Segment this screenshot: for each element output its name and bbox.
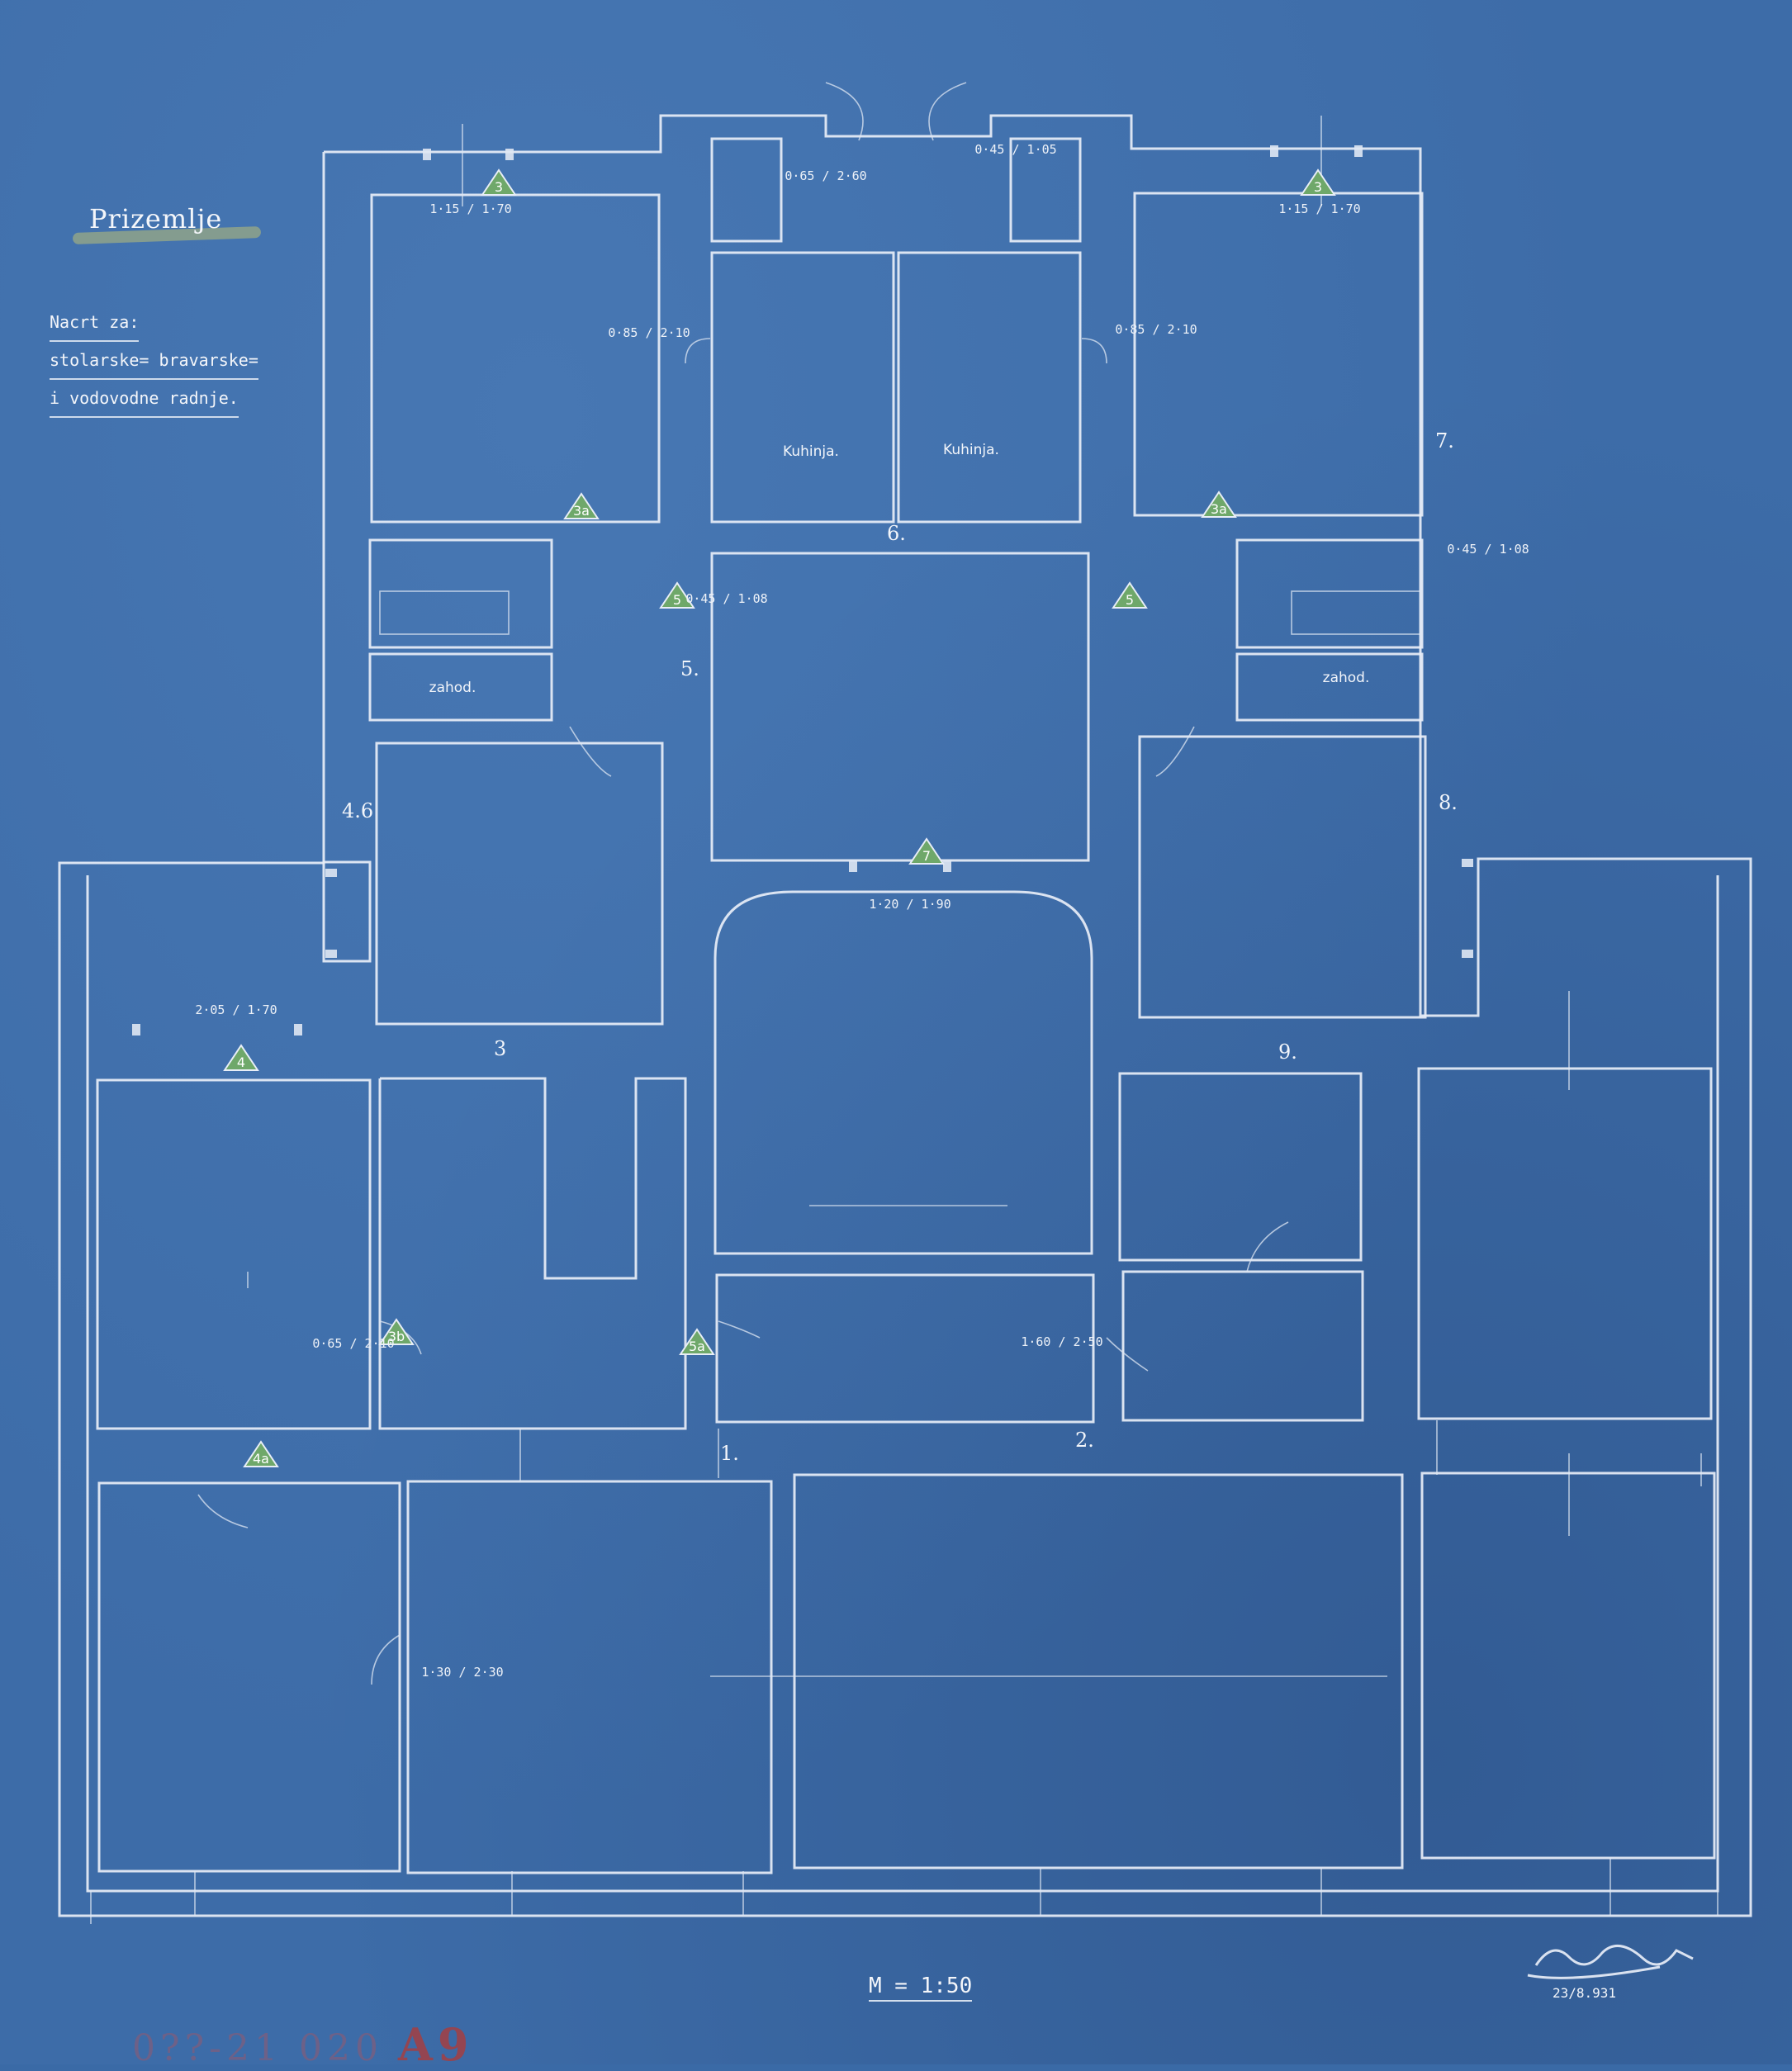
door-mark-4: 4 bbox=[223, 1044, 259, 1071]
notes-line-3: i vodovodne radnje. bbox=[50, 380, 239, 418]
door-mark-5-right: 5 bbox=[1112, 581, 1148, 609]
svg-text:5: 5 bbox=[673, 592, 681, 608]
door-mark-3: 3 bbox=[481, 168, 517, 196]
dim-upper-left: 1·15 / 1·70 bbox=[429, 201, 511, 216]
svg-text:5a: 5a bbox=[689, 1339, 705, 1354]
room-lower-right-b bbox=[1121, 1270, 1364, 1422]
signature-date: 23/8.931 bbox=[1553, 1985, 1617, 2001]
door-mark-3-right: 3 bbox=[1300, 168, 1336, 196]
room-kitchen-left bbox=[710, 251, 895, 524]
dim-kitchen-door: 0·85 / 2·10 bbox=[608, 325, 690, 340]
door-mark-5a: 5a bbox=[679, 1328, 715, 1355]
point-8: 8. bbox=[1439, 791, 1458, 814]
wc-left bbox=[368, 652, 553, 722]
pantry-left bbox=[710, 137, 783, 243]
central-hall bbox=[710, 552, 1090, 862]
bathroom-right bbox=[1235, 538, 1424, 649]
room-lower-left-b bbox=[378, 1077, 687, 1430]
label-wc-left: zahod. bbox=[429, 680, 476, 696]
drawing-title: Prizemlje bbox=[89, 203, 223, 235]
door-swings bbox=[197, 82, 1289, 1685]
dim-lower-door: 1·30 / 2·30 bbox=[421, 1665, 503, 1680]
door-marks: 3 3 3a 3a 4 4a bbox=[223, 168, 1336, 1467]
dim-domed-window: 1·20 / 1·90 bbox=[869, 897, 951, 912]
room-lower-right-c bbox=[1417, 1067, 1713, 1420]
pantry-right bbox=[1009, 137, 1082, 243]
door-mark-4a: 4a bbox=[243, 1440, 279, 1467]
svg-text:3a: 3a bbox=[1211, 501, 1227, 517]
door-mark-3a: 3a bbox=[563, 492, 600, 519]
room-kitchen-right bbox=[897, 251, 1082, 524]
point-1: 1. bbox=[720, 1442, 739, 1465]
notes-line-2: stolarske= bravarske= bbox=[50, 342, 258, 380]
door-mark-3b: 3b bbox=[378, 1318, 415, 1345]
room-bottom-2 bbox=[406, 1480, 773, 1874]
svg-text:3b: 3b bbox=[388, 1329, 405, 1344]
room-bottom-3 bbox=[793, 1473, 1404, 1870]
signature bbox=[1527, 1945, 1694, 1979]
room-bottom-1 bbox=[97, 1481, 401, 1873]
archive-mark: 0??-21 020 A9 bbox=[132, 2018, 473, 2071]
room-lower-left-a bbox=[96, 1078, 372, 1430]
label-kitchen-left: Kuhinja. bbox=[783, 443, 839, 460]
door-mark-7: 7 bbox=[908, 837, 945, 865]
point-9: 9. bbox=[1278, 1040, 1297, 1064]
label-wc-right: zahod. bbox=[1323, 670, 1370, 686]
divider-strips bbox=[194, 1420, 1611, 1916]
svg-text:7: 7 bbox=[922, 848, 931, 864]
svg-text:4: 4 bbox=[237, 1054, 245, 1070]
point-3: 3 bbox=[494, 1037, 506, 1060]
dim-upper-right: 1·15 / 1·70 bbox=[1278, 201, 1360, 216]
label-kitchen-right: Kuhinja. bbox=[943, 442, 999, 458]
svg-text:3a: 3a bbox=[573, 503, 590, 519]
door-mark-5: 5 bbox=[659, 581, 695, 609]
svg-text:3: 3 bbox=[495, 179, 503, 195]
point-5: 5. bbox=[680, 657, 699, 680]
archive-number: 0??-21 020 bbox=[132, 2027, 383, 2069]
dim-pantry: 0·45 / 1·05 bbox=[974, 142, 1056, 157]
dim-kitchen-door-right: 0·85 / 2·10 bbox=[1115, 322, 1197, 337]
bathroom-left bbox=[368, 538, 553, 649]
dim-double-door: 1·60 / 2·50 bbox=[1021, 1334, 1102, 1349]
dim-pantry-door: 0·65 / 2·60 bbox=[785, 168, 866, 183]
point-6: 6. bbox=[887, 522, 906, 545]
notes-line-1: Nacrt za: bbox=[50, 304, 140, 342]
grid-guides bbox=[247, 116, 1702, 1677]
windows bbox=[132, 145, 1473, 1036]
door-mark-3a-right: 3a bbox=[1201, 490, 1237, 518]
outer-walls bbox=[58, 114, 1752, 1924]
point-4-6: 4.6 bbox=[342, 799, 373, 822]
point-7: 7. bbox=[1435, 429, 1454, 453]
drawing-notes: Nacrt za: stolarske= bravarske= i vodovo… bbox=[50, 304, 258, 418]
room-lower-right-a bbox=[1118, 1072, 1363, 1262]
corridor bbox=[715, 1273, 1095, 1424]
room-bottom-4 bbox=[1420, 1472, 1716, 1860]
room-middle-left bbox=[375, 742, 664, 1026]
domed-room bbox=[713, 890, 1093, 1255]
svg-text:5: 5 bbox=[1126, 592, 1134, 608]
point-2: 2. bbox=[1075, 1429, 1094, 1452]
room-middle-right bbox=[1138, 735, 1427, 1019]
room-upper-left bbox=[370, 193, 661, 524]
svg-text:4a: 4a bbox=[253, 1451, 269, 1467]
dim-window-left: 2·05 / 1·70 bbox=[195, 1002, 277, 1017]
dim-bath-window-right: 0·45 / 1·08 bbox=[1447, 542, 1529, 557]
dim-door-middle-left: 0·65 / 2·10 bbox=[312, 1336, 394, 1351]
scale-label: M = 1:50 bbox=[869, 1974, 973, 2002]
archive-code: A9 bbox=[398, 2018, 474, 2071]
dim-hall-window: 0·45 / 1·08 bbox=[685, 591, 767, 606]
room-upper-right bbox=[1133, 192, 1424, 517]
svg-text:3: 3 bbox=[1314, 179, 1322, 195]
wc-right bbox=[1235, 652, 1424, 722]
